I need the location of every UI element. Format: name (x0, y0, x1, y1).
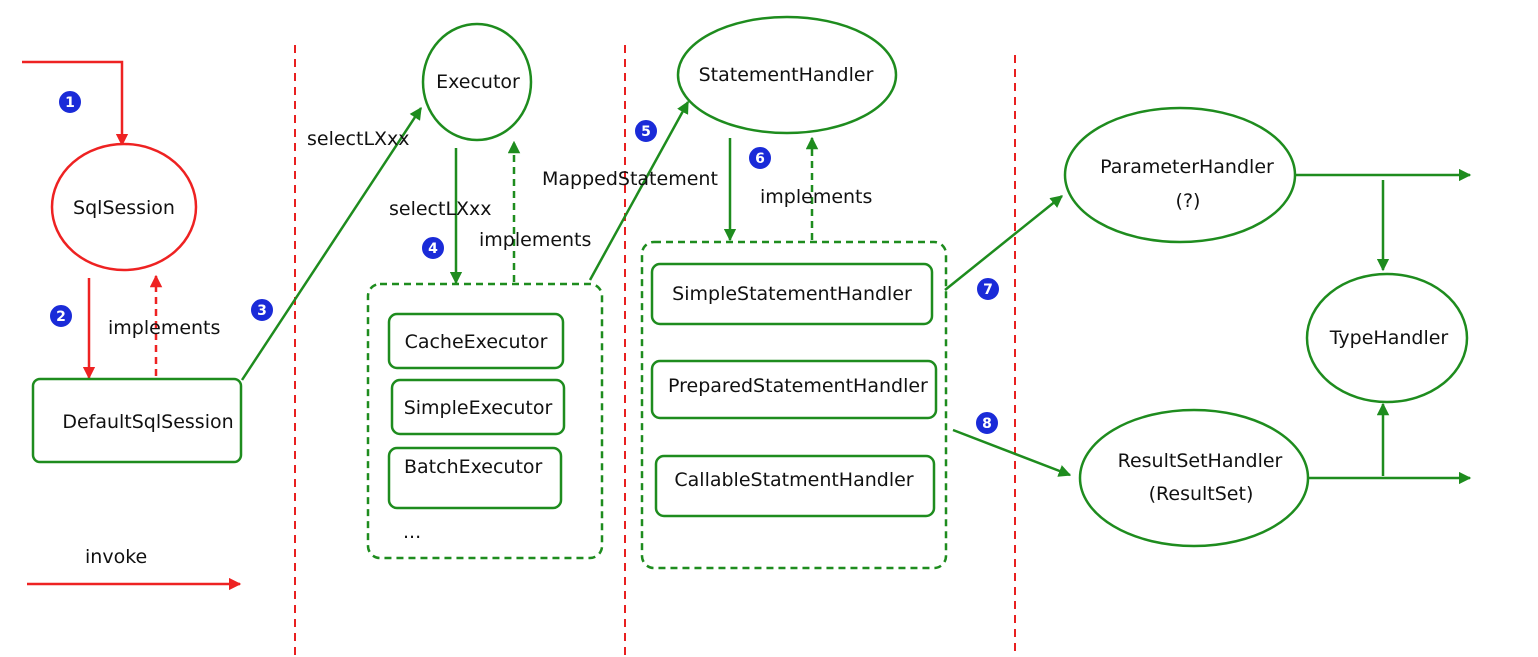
step-badge-8-circle (974, 410, 1000, 436)
step-badge-4-circle (420, 235, 446, 261)
step-badge-2-number: 2 (56, 309, 66, 325)
typehandler-label: TypeHandler (1329, 327, 1449, 349)
executor-to-statementhandler-arrow (588, 100, 690, 281)
implements-label-1: implements (108, 317, 220, 339)
step-badge-2: 2 (48, 303, 74, 329)
step-badge-5: 5 (633, 118, 659, 144)
parameterhandler-label: ParameterHandler (1100, 156, 1274, 178)
step-badge-5-number: 5 (641, 124, 651, 140)
prepared-statement-handler-label: PreparedStatementHandler (668, 375, 928, 397)
step-badge-7-number: 7 (983, 282, 993, 298)
executor-more-label: ... (403, 521, 421, 543)
default-to-executor-arrow (240, 106, 423, 381)
simple-executor-label: SimpleExecutor (404, 397, 553, 419)
implements-label-3: implements (760, 186, 872, 208)
simple-statement-handler-label: SimpleStatementHandler (672, 283, 912, 305)
sqlsession-label: SqlSession (73, 197, 175, 219)
step-badge-7-circle (975, 276, 1001, 302)
step-badge-3-number: 3 (257, 303, 267, 319)
typehandler-node (1305, 272, 1469, 404)
lane-dividers (294, 45, 1016, 657)
batch-executor-node (387, 446, 563, 510)
batch-executor-label: BatchExecutor (404, 456, 543, 478)
step-badge-8: 8 (974, 410, 1000, 436)
executor-label: Executor (436, 71, 520, 93)
step-badge-4-number: 4 (428, 241, 438, 257)
step-badge-7: 7 (975, 276, 1001, 302)
resultsethandler-node (1078, 408, 1310, 548)
step-badge-6-number: 6 (755, 151, 765, 167)
step-badge-6-circle (747, 145, 773, 171)
mapped-statement-label: MappedStatement (542, 168, 718, 190)
parameterhandler-sub-label: (?) (1176, 190, 1201, 212)
callable-statement-handler-label: CallableStatmentHandler (674, 469, 913, 491)
invoke-legend-label: invoke (85, 546, 147, 568)
callable-statement-handler-node (654, 454, 936, 518)
step-badge-8-number: 8 (982, 416, 992, 432)
step-badge-1-circle (57, 89, 83, 115)
select-label-2: selectLXxx (389, 198, 492, 220)
statement-to-resultsethandler-arrow (952, 428, 1072, 477)
statementhandler-impls-group (640, 240, 948, 570)
select-label-1: selectLXxx (307, 128, 410, 150)
sqlsession-node (50, 142, 198, 272)
executor-impls-group (366, 282, 604, 560)
default-sqlsession-node (31, 377, 243, 464)
statementhandler-label: StatementHandler (699, 64, 874, 86)
step-badge-5-circle (633, 118, 659, 144)
step-badge-6: 6 (747, 145, 773, 171)
step-badge-1-number: 1 (65, 95, 75, 111)
resultsethandler-sub-label: (ResultSet) (1149, 483, 1254, 505)
simple-executor-node (390, 378, 566, 436)
simple-statement-handler-node (650, 262, 934, 326)
resultsethandler-label: ResultSetHandler (1118, 450, 1283, 472)
step-badge-3: 3 (249, 297, 275, 323)
default-sqlsession-label: DefaultSqlSession (62, 411, 233, 433)
prepared-statement-handler-node (650, 359, 938, 420)
implements-label-2: implements (479, 229, 591, 251)
step-badge-3-circle (249, 297, 275, 323)
executor-node (421, 22, 533, 142)
cache-executor-node (387, 312, 565, 370)
step-badge-2-circle (48, 303, 74, 329)
simple-to-parameterhandler-arrow (944, 195, 1063, 291)
statementhandler-node (676, 15, 898, 135)
cache-executor-label: CacheExecutor (405, 331, 548, 353)
step-badge-1: 1 (57, 89, 83, 115)
entry-arrow (22, 60, 129, 147)
step-badge-4: 4 (420, 235, 446, 261)
